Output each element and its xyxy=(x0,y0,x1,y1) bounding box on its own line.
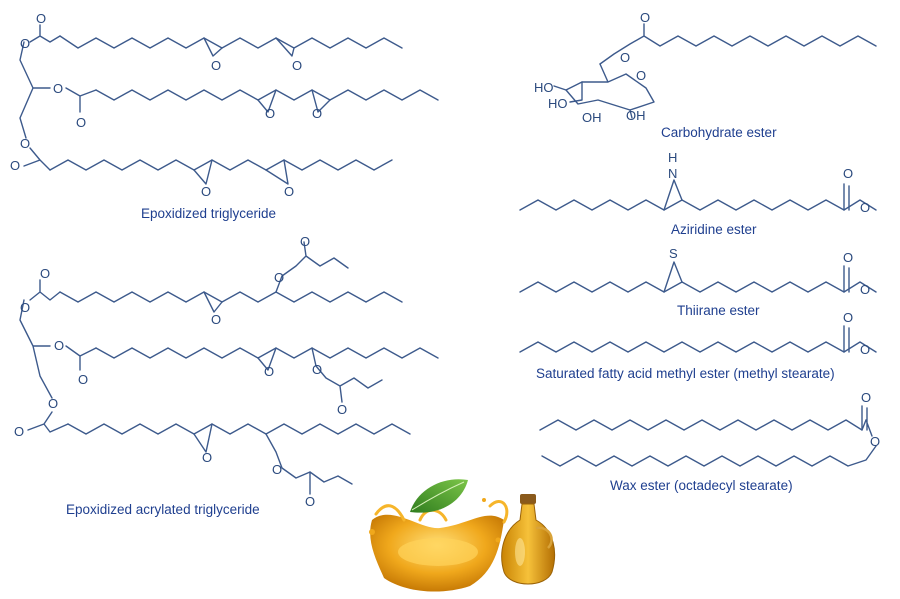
epoxide-oxygen: O xyxy=(292,58,302,73)
thiirane-sulfur: S xyxy=(669,246,678,261)
carbonyl-oxygen: O xyxy=(843,166,853,181)
acrylate-carbonyl-oxygen: O xyxy=(337,402,347,417)
hydroxyl-group: HO xyxy=(548,96,568,111)
ester-oxygen: O xyxy=(20,36,30,51)
carbonyl-oxygen: O xyxy=(40,266,50,281)
epoxidized-triglyceride-structure: O O O O O O O O O O O O Epoxidized trigl… xyxy=(10,11,439,221)
ester-oxygen: O xyxy=(860,342,870,357)
carbonyl-oxygen: O xyxy=(843,250,853,265)
epoxide-oxygen: O xyxy=(211,58,221,73)
aziridine-ester-structure: H N O O Aziridine ester xyxy=(519,150,877,237)
hydroxyl-group: HO xyxy=(534,80,554,95)
ester-oxygen: O xyxy=(53,81,63,96)
epoxide-oxygen: O xyxy=(202,450,212,465)
ester-oxygen: O xyxy=(54,338,64,353)
oil-bottle-icon xyxy=(501,494,556,585)
carbohydrate-ester-label: Carbohydrate ester xyxy=(661,125,777,140)
epoxidized-acrylated-triglyceride-structure: O O O O O O O O O O O O O O O Epoxidized… xyxy=(14,234,439,517)
carbonyl-oxygen: O xyxy=(843,310,853,325)
carbonyl-oxygen: O xyxy=(640,10,650,25)
ester-oxygen: O xyxy=(860,282,870,297)
acrylate-ester-oxygen: O xyxy=(274,270,284,285)
ester-oxygen: O xyxy=(620,50,630,65)
thiirane-ester-label: Thiirane ester xyxy=(677,303,760,318)
methyl-stearate-label: Saturated fatty acid methyl ester (methy… xyxy=(536,366,835,381)
ester-oxygen: O xyxy=(20,136,30,151)
carbohydrate-ester-structure: O O O HO HO OH OH Carbohydrate ester xyxy=(534,10,877,140)
carbonyl-oxygen: O xyxy=(14,424,24,439)
ester-oxygen: O xyxy=(860,200,870,215)
hydroxyl-group: OH xyxy=(626,108,646,123)
ester-oxygen: O xyxy=(48,396,58,411)
epoxide-oxygen: O xyxy=(284,184,294,199)
oil-splash-icon xyxy=(369,498,509,592)
epoxide-oxygen: O xyxy=(211,312,221,327)
leaf-icon xyxy=(410,479,468,513)
acrylate-ester-oxygen: O xyxy=(272,462,282,477)
thiirane-ester-structure: S O O Thiirane ester xyxy=(519,246,877,318)
epoxide-oxygen: O xyxy=(201,184,211,199)
carbonyl-oxygen: O xyxy=(78,372,88,387)
epoxide-oxygen: O xyxy=(265,106,275,121)
aziridine-hydrogen: H xyxy=(668,150,677,165)
hydroxyl-group: OH xyxy=(582,110,602,125)
epoxidized-triglyceride-label: Epoxidized triglyceride xyxy=(141,206,276,221)
epoxide-oxygen: O xyxy=(264,364,274,379)
acrylate-ester-oxygen: O xyxy=(312,362,322,377)
epoxide-oxygen: O xyxy=(312,106,322,121)
wax-ester-label: Wax ester (octadecyl stearate) xyxy=(610,478,793,493)
ring-oxygen: O xyxy=(636,68,646,83)
wax-ester-structure: O O Wax ester (octadecyl stearate) xyxy=(539,390,880,493)
acrylate-carbonyl-oxygen: O xyxy=(305,494,315,509)
carbonyl-oxygen: O xyxy=(861,390,871,405)
acrylate-carbonyl-oxygen: O xyxy=(300,234,310,249)
carbonyl-oxygen: O xyxy=(10,158,20,173)
aziridine-ester-label: Aziridine ester xyxy=(671,222,757,237)
ester-oxygen: O xyxy=(870,434,880,449)
carbonyl-oxygen: O xyxy=(36,11,46,26)
aziridine-nitrogen: N xyxy=(668,166,677,181)
epoxidized-acrylated-triglyceride-label: Epoxidized acrylated triglyceride xyxy=(66,502,260,517)
ester-oxygen: O xyxy=(20,300,30,315)
carbonyl-oxygen: O xyxy=(76,115,86,130)
methyl-stearate-structure: O O Saturated fatty acid methyl ester (m… xyxy=(519,310,877,381)
